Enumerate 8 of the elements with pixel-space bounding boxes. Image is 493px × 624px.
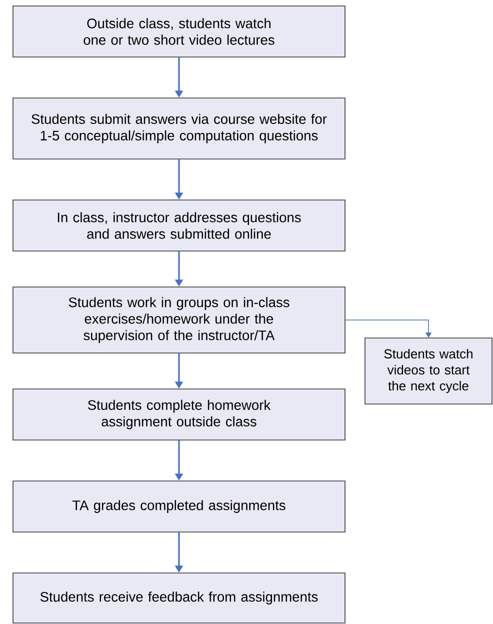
process-box: In class, instructor addresses questions and answers submitted online xyxy=(12,200,346,252)
process-box: Students receive feedback from assignments xyxy=(12,572,346,624)
process-box: Students work in groups on in-class exercises/homework under the supervision of the instructor/TA xyxy=(12,286,346,354)
process-box: Students submit answers via course website for 1-5 conceptual/simple computation questions xyxy=(12,98,346,160)
process-box: TA grades completed assignments xyxy=(12,480,346,532)
process-box: Students watch videos to start the next cycle xyxy=(364,338,492,404)
process-box: Students complete homework assignment outside class xyxy=(12,388,346,440)
process-box: Outside class, students watch one or two short video lectures xyxy=(12,6,346,58)
